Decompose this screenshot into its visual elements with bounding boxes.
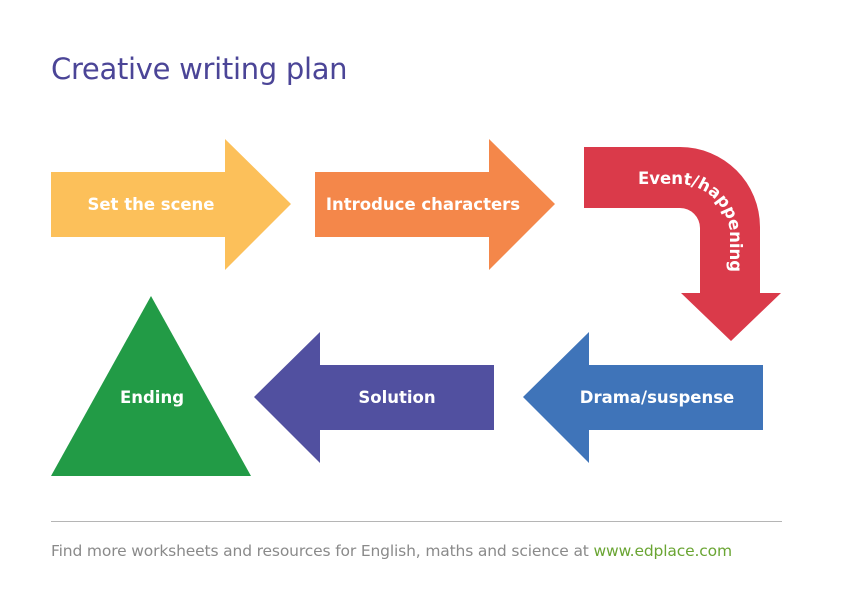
right-arrow-shape [51, 139, 291, 270]
step-event-happening: Event/happening [584, 147, 781, 341]
step-label: Introduce characters [326, 195, 520, 214]
page-title: Creative writing plan [51, 52, 348, 86]
step-ending: Ending [51, 296, 251, 476]
left-arrow-shape [523, 332, 763, 463]
step-label: Ending [120, 388, 184, 407]
step-introduce-characters: Introduce characters [315, 139, 555, 270]
step-label: Solution [358, 388, 435, 407]
curved-arrow-shape [584, 147, 781, 341]
step-set-the-scene: Set the scene [51, 139, 291, 270]
step-drama-suspense: Drama/suspense [523, 332, 763, 463]
footer: Find more worksheets and resources for E… [51, 542, 732, 560]
footer-text: Find more worksheets and resources for E… [51, 542, 594, 560]
triangle-shape [51, 296, 251, 476]
step-label: Set the scene [87, 195, 214, 214]
footer-divider [51, 521, 782, 522]
step-label: Drama/suspense [580, 388, 734, 407]
step-solution: Solution [254, 332, 494, 463]
right-arrow-shape [315, 139, 555, 270]
edplace-link[interactable]: www.edplace.com [593, 542, 733, 560]
left-arrow-shape [254, 332, 494, 463]
